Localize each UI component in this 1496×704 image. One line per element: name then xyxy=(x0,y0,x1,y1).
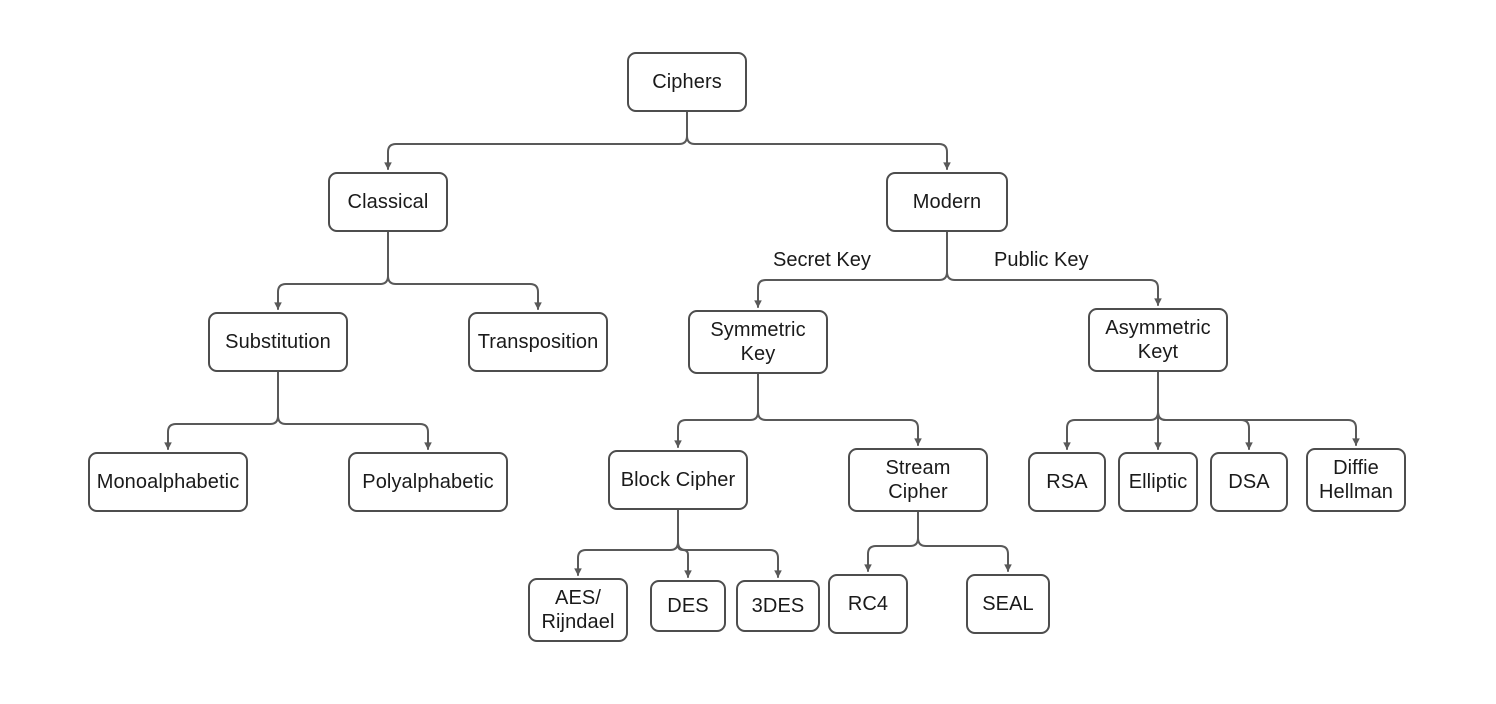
edge-substitution-to-monoalphabetic xyxy=(164,371,279,450)
edge-label-secret-key: Secret Key xyxy=(773,249,871,271)
node-aes-rijndael[interactable]: AES/ Rijndael xyxy=(528,578,628,642)
edge-asymmetric-key-to-rsa xyxy=(1063,371,1159,450)
node-substitution[interactable]: Substitution xyxy=(208,312,348,372)
edge-block-cipher-to-3des xyxy=(677,509,782,578)
edge-label-public-key: Public Key xyxy=(994,249,1089,271)
node-polyalphabetic[interactable]: Polyalphabetic xyxy=(348,452,508,512)
node-diffie-hellman[interactable]: Diffie Hellman xyxy=(1306,448,1406,512)
edge-block-cipher-to-des xyxy=(677,509,692,578)
node-dsa[interactable]: DSA xyxy=(1210,452,1288,512)
node-transposition[interactable]: Transposition xyxy=(468,312,608,372)
edge-block-cipher-to-aes-rijndael xyxy=(574,509,679,576)
node-block-cipher[interactable]: Block Cipher xyxy=(608,450,748,510)
node-ciphers[interactable]: Ciphers xyxy=(627,52,747,112)
node-classical[interactable]: Classical xyxy=(328,172,448,232)
node-elliptic[interactable]: Elliptic xyxy=(1118,452,1198,512)
node-des[interactable]: DES xyxy=(650,580,726,632)
node-asymmetric-key[interactable]: Asymmetric Keyt xyxy=(1088,308,1228,372)
edge-stream-cipher-to-rc4 xyxy=(864,511,919,572)
node-modern[interactable]: Modern xyxy=(886,172,1008,232)
edge-ciphers-to-classical xyxy=(384,111,688,170)
node-stream-cipher[interactable]: Stream Cipher xyxy=(848,448,988,512)
node-symmetric-key[interactable]: Symmetric Key xyxy=(688,310,828,374)
edge-substitution-to-polyalphabetic xyxy=(277,371,432,450)
edge-classical-to-substitution xyxy=(274,231,389,310)
edge-stream-cipher-to-seal xyxy=(917,511,1012,572)
edge-asymmetric-key-to-diffie-hellman xyxy=(1157,371,1360,446)
node-rc4[interactable]: RC4 xyxy=(828,574,908,634)
node-monoalphabetic[interactable]: Monoalphabetic xyxy=(88,452,248,512)
edge-ciphers-to-modern xyxy=(686,111,951,170)
edge-modern-to-asymmetric-key xyxy=(946,231,1162,306)
edge-classical-to-transposition xyxy=(387,231,542,310)
edge-asymmetric-key-to-dsa xyxy=(1157,371,1253,450)
edge-symmetric-key-to-stream-cipher xyxy=(757,373,922,446)
node-rsa[interactable]: RSA xyxy=(1028,452,1106,512)
edge-symmetric-key-to-block-cipher xyxy=(674,373,759,448)
node-seal[interactable]: SEAL xyxy=(966,574,1050,634)
node-3des[interactable]: 3DES xyxy=(736,580,820,632)
